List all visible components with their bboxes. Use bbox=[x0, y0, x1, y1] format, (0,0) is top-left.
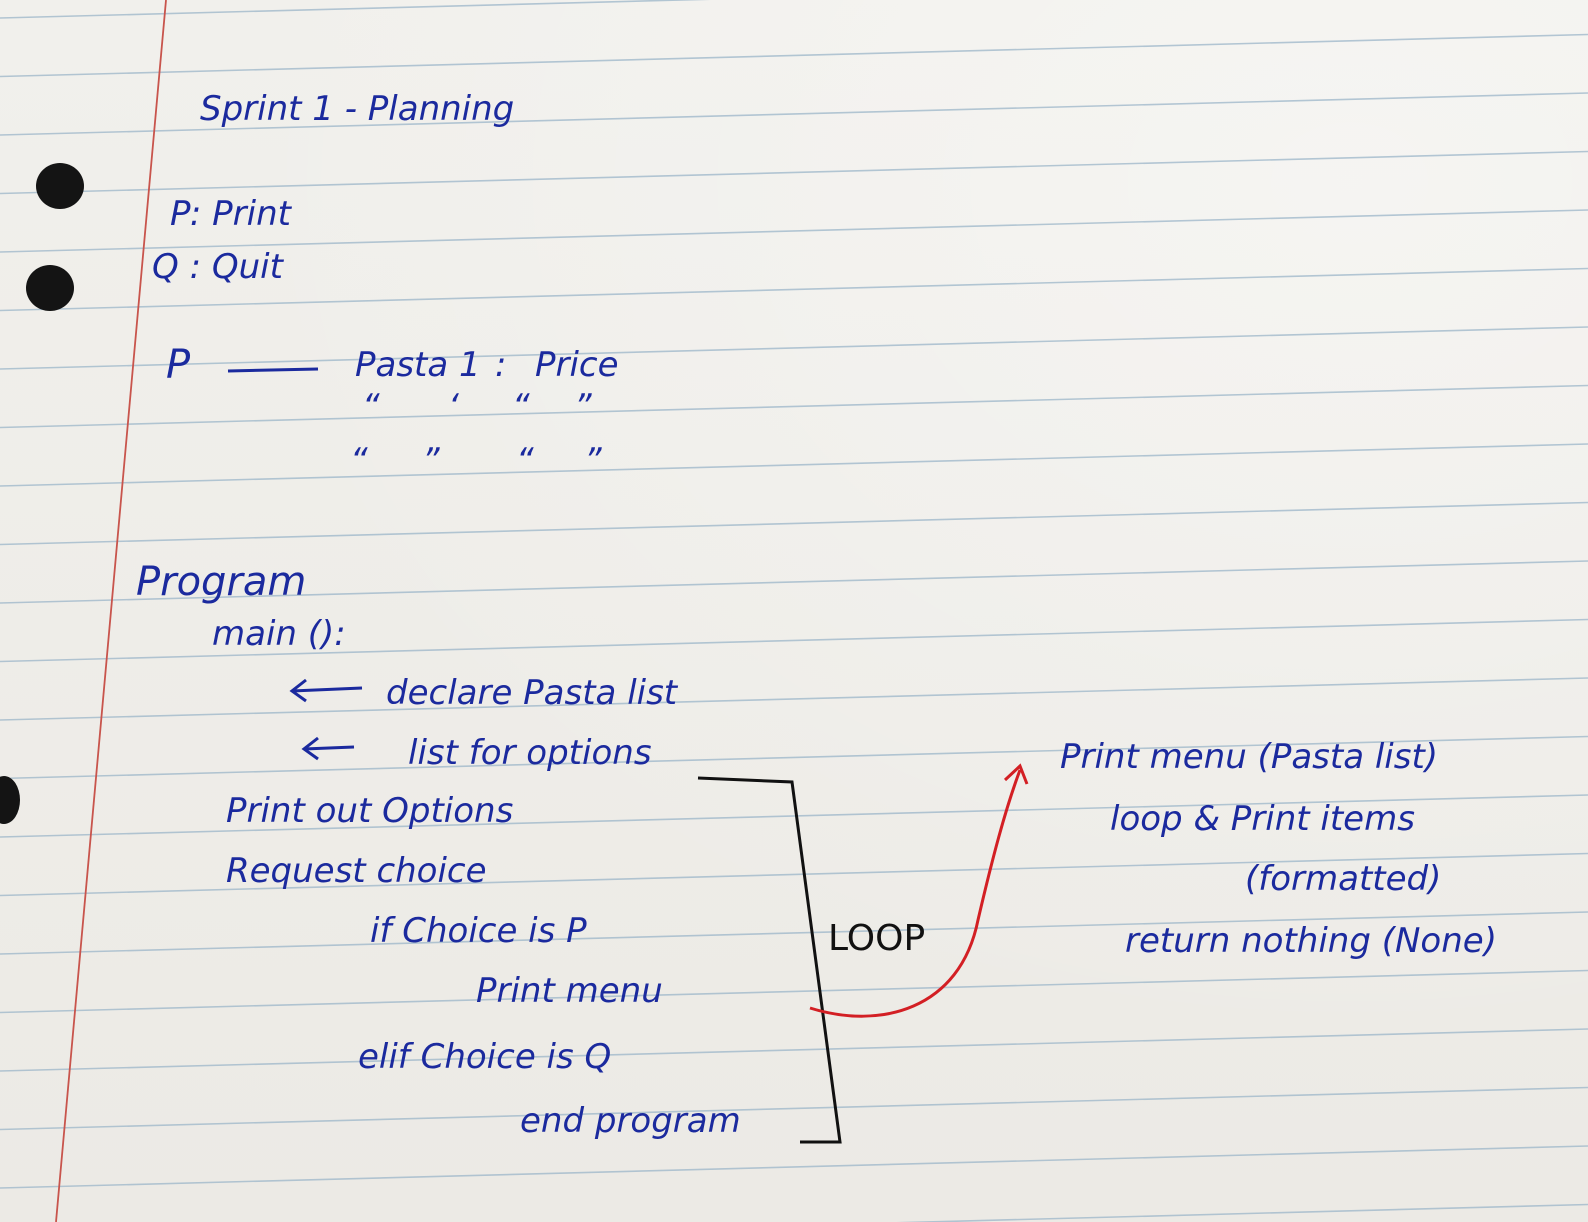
ditto-mark: ‘ bbox=[448, 387, 459, 427]
main-signature: main (): bbox=[212, 614, 346, 654]
punch-hole-middle bbox=[26, 265, 74, 311]
function-note: (formatted) bbox=[1245, 859, 1441, 899]
step-end-program: end program bbox=[520, 1101, 741, 1141]
menu-price-label: Price bbox=[535, 345, 619, 385]
menu-key-p: P bbox=[166, 342, 191, 388]
ditto-mark: “ bbox=[362, 387, 380, 427]
arrow-line-options: list for options bbox=[408, 733, 652, 773]
step-request-choice: Request choice bbox=[226, 851, 487, 891]
ditto-mark: ” bbox=[574, 387, 592, 427]
rule-line bbox=[0, 0, 711, 19]
rule-line bbox=[0, 267, 1588, 312]
rule-line bbox=[0, 33, 1588, 78]
ditto-mark: “ bbox=[512, 387, 530, 427]
step-print-menu: Print menu bbox=[476, 971, 663, 1011]
rule-line bbox=[0, 618, 1588, 663]
step-elif-choice: elif Choice is Q bbox=[358, 1037, 611, 1077]
rule-line bbox=[0, 384, 1588, 429]
program-heading: Program bbox=[136, 559, 306, 605]
ditto-mark: “ bbox=[516, 441, 534, 481]
function-note: return nothing (None) bbox=[1125, 921, 1497, 961]
rule-line bbox=[0, 852, 1588, 897]
ditto-mark: ” bbox=[584, 441, 602, 481]
rule-line bbox=[0, 443, 1588, 487]
punch-hole-top bbox=[36, 163, 84, 209]
arrow-line-declare: declare Pasta list bbox=[386, 673, 679, 713]
ditto-mark: ” bbox=[422, 441, 440, 481]
dash-line bbox=[227, 367, 319, 373]
rule-line bbox=[0, 1145, 1588, 1189]
key-quit: Q : Quit bbox=[152, 247, 285, 287]
left-arrow-icon bbox=[289, 678, 363, 703]
rule-line bbox=[0, 911, 1588, 955]
rule-line bbox=[896, 1203, 1588, 1222]
function-note: loop & Print items bbox=[1110, 799, 1415, 839]
rule-line bbox=[0, 560, 1588, 604]
menu-item-label: Pasta 1 bbox=[355, 345, 481, 385]
rule-line bbox=[0, 150, 1588, 195]
rule-line bbox=[0, 1028, 1588, 1072]
punch-hole-bottom bbox=[0, 776, 20, 824]
rule-line bbox=[0, 1086, 1588, 1131]
loop-bracket bbox=[697, 776, 842, 1144]
step-print-options: Print out Options bbox=[226, 791, 513, 831]
key-print: P: Print bbox=[170, 194, 293, 234]
rule-line bbox=[0, 969, 1588, 1014]
rule-line bbox=[0, 735, 1588, 780]
page-title: Sprint 1 - Planning bbox=[200, 89, 514, 129]
left-arrow-icon bbox=[301, 736, 355, 761]
call-arrow bbox=[809, 769, 1022, 1018]
function-signature: Print menu (Pasta list) bbox=[1060, 737, 1438, 777]
rule-line bbox=[0, 209, 1588, 253]
loop-label: LOOP bbox=[828, 918, 925, 959]
rule-line bbox=[0, 677, 1588, 721]
margin-line bbox=[55, 0, 167, 1222]
ditto-mark: “ bbox=[350, 441, 368, 481]
rule-line bbox=[0, 794, 1588, 838]
step-if-choice: if Choice is P bbox=[370, 911, 587, 951]
arrowhead-icon bbox=[1003, 763, 1029, 785]
rule-line bbox=[0, 92, 1588, 136]
rule-line bbox=[0, 326, 1588, 370]
menu-separator: : bbox=[495, 345, 506, 385]
rule-line bbox=[0, 501, 1588, 546]
